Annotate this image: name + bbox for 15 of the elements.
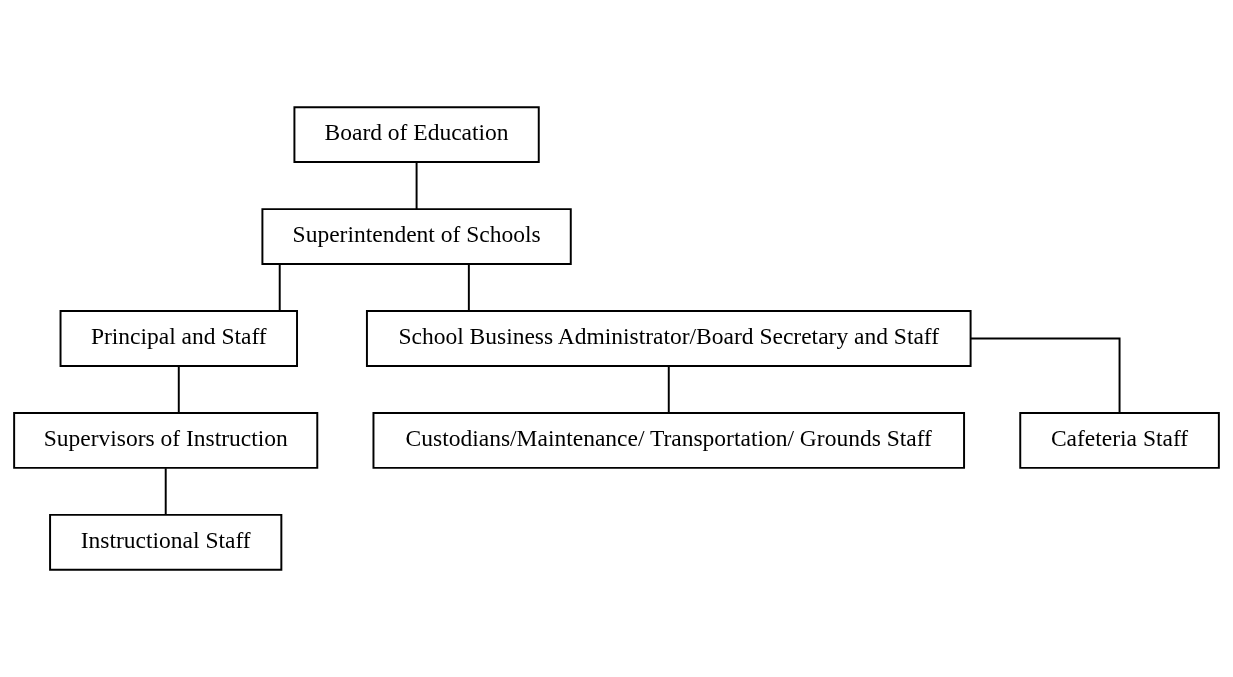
node-box: Supervisors of Instruction	[13, 412, 319, 469]
connector	[164, 467, 167, 516]
node-box: Instructional Staff	[49, 513, 283, 571]
node-box: Cafeteria Staff	[1019, 412, 1220, 469]
connector	[667, 365, 670, 414]
connector	[177, 365, 180, 414]
connector	[969, 337, 1121, 414]
node-box: Custodians/Maintenance/ Transportation/ Grounds Staff	[372, 412, 966, 469]
node-box: Board of Education	[293, 106, 540, 164]
connector	[415, 161, 418, 211]
connector	[278, 263, 281, 312]
node-box: Principal and Staff	[59, 310, 298, 367]
node-box: School Business Administrator/Board Secretary and Staff	[365, 310, 972, 367]
connector	[467, 263, 470, 312]
node-box: Superintendent of Schools	[261, 208, 572, 265]
